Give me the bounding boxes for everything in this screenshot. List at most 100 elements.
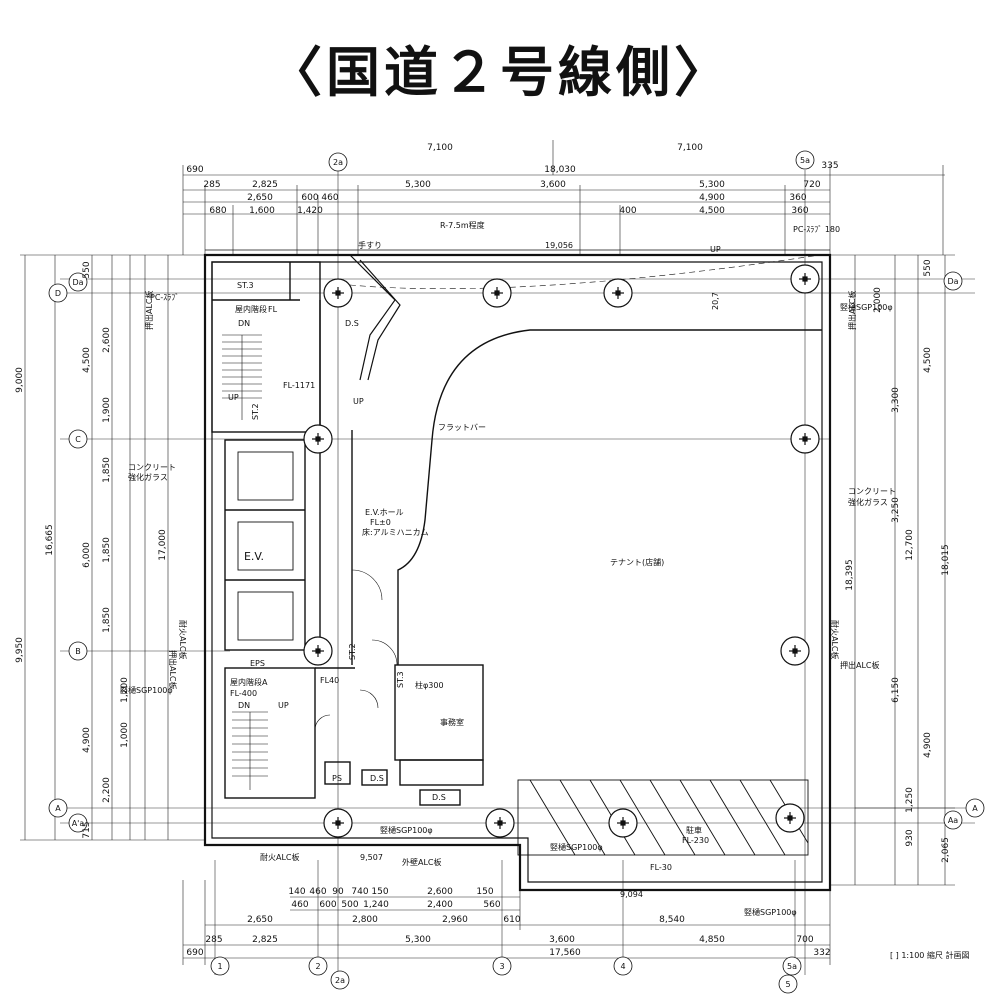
dim-text: 700 (796, 935, 813, 945)
room-labels: E.V. E.V.ホール FL±0 床:アルミハニカム テナント(店舗) 屋内階… (230, 304, 709, 872)
top-dimension-text: 7,100 7,100 690 18,030 335 285 2,825 5,3… (186, 143, 838, 216)
label-st2: ST.2 (251, 403, 260, 420)
room-fl-1171: FL-1171 (283, 381, 315, 390)
dim-text: 550 (923, 259, 933, 276)
dim-text: 3,300 (891, 387, 901, 413)
dim-text: 2,800 (352, 915, 378, 925)
dim-text: 4,850 (699, 935, 725, 945)
label-st2: ST.2 (348, 643, 357, 660)
dim-text: 18,015 (941, 544, 951, 576)
stair-south-treads (232, 711, 268, 790)
axis-label: A'a (72, 819, 85, 828)
dim-text: 460 (321, 193, 338, 203)
dim-text: 140 (288, 887, 305, 897)
left-dimension-lines (20, 254, 205, 841)
room-ev-hall-fl: FL±0 (370, 518, 391, 527)
column (323, 278, 353, 308)
dim-text: 7,100 (677, 143, 703, 153)
dim-text: 720 (803, 180, 820, 190)
label-concrete: コンクリート (848, 487, 896, 496)
label-dn: DN (238, 701, 250, 710)
label-glass: 強化ガラス (128, 472, 168, 482)
label-flat-bar: フラットバー (438, 423, 486, 432)
label-beam-dim: 20,7 (711, 292, 720, 310)
stair-north-treads (222, 334, 262, 420)
dim-text: 560 (483, 900, 500, 910)
column (775, 803, 805, 833)
page-title: 〈国道２号線側〉 (268, 41, 732, 104)
label-pc180: PC-ｽﾗﾌﾞ 180 (793, 225, 840, 234)
axis-label: 2a (335, 976, 345, 985)
dim-text: 285 (203, 180, 220, 190)
label-ds: D.S (432, 793, 446, 802)
dim-text: 2,825 (252, 180, 278, 190)
axis-label: 4 (620, 962, 625, 971)
dim-text: 3,250 (891, 497, 901, 523)
axis-bubble-right-A (965, 798, 985, 818)
axis-bubble-right-Aa (943, 810, 963, 830)
room-stair-north-fl: FL (268, 305, 278, 314)
column (303, 636, 333, 666)
label-eps: EPS (250, 659, 265, 668)
dim-text: 335 (821, 161, 838, 171)
door-swings (314, 569, 398, 731)
axis-bubbles (48, 150, 985, 994)
label-sgp100: 竪樋SGP100φ (550, 842, 603, 852)
axis-bubble-left-Aa (68, 813, 88, 833)
dim-text: 18,030 (544, 165, 576, 175)
axis-label: Da (72, 278, 83, 287)
label-width-9094: 9,094 (620, 890, 643, 899)
dim-text: 2,065 (941, 837, 951, 863)
dim-text: 4,500 (82, 347, 92, 373)
dim-text: 1,240 (363, 900, 389, 910)
column (303, 424, 333, 454)
right-dimension-lines (830, 254, 955, 886)
dim-text: 740 (351, 887, 368, 897)
axis-label: 2 (315, 962, 320, 971)
label-sgp100: 竪樋SGP100φ (744, 907, 797, 917)
dim-text: 6,150 (891, 677, 901, 703)
dim-text: 1,850 (102, 457, 112, 483)
label-sgp: 竪樋SGP100φ (120, 685, 173, 695)
label-scale-note: [ ] 1:100 縮尺 計画図 (890, 950, 969, 960)
dim-text: 680 (209, 206, 226, 216)
axis-label: 5a (787, 962, 797, 971)
label-dn: DN (238, 319, 250, 328)
dim-text: 460 (291, 900, 308, 910)
label-alc: 押出ALC板 (168, 650, 178, 690)
axis-bubble-left-C (68, 429, 88, 449)
dim-text: 360 (789, 193, 806, 203)
dim-text: 150 (371, 887, 388, 897)
label-lock: 手すり (358, 240, 382, 250)
top-dimension-lines (182, 140, 945, 255)
dim-text: 2,000 (873, 287, 883, 313)
room-office: 事務室 (440, 717, 464, 727)
columns (303, 264, 820, 838)
label-up: UP (228, 393, 239, 402)
dim-text: 16,665 (45, 524, 55, 556)
entrance-wall (349, 254, 401, 381)
label-sgp100: 竪樋SGP100φ (380, 825, 433, 835)
label-wall-alc: 耐火ALC板 (260, 852, 300, 862)
axis-bubble-bottom-5 (778, 974, 798, 994)
annotations: D.S D.S D.S PS EPS ST.3 ST.2 ST.2 ST.3 D… (120, 220, 969, 960)
dim-text: 12,700 (905, 529, 915, 561)
label-alc: 押出ALC板 (847, 290, 857, 330)
dim-text: 9,950 (15, 637, 25, 663)
axis-bubble-bottom-2 (308, 956, 328, 976)
dim-text: 285 (205, 935, 222, 945)
curved-wall (349, 254, 822, 665)
room-stair-north: 屋内階段 (235, 304, 267, 314)
dim-text: 1,000 (120, 722, 130, 748)
column (323, 808, 353, 838)
right-dimension-text: 4,500 3,300 12,700 4,900 18,015 18,395 3… (845, 259, 951, 863)
dim-text: 715 (82, 821, 92, 838)
axis-label: 5 (785, 980, 790, 989)
label-up: UP (278, 701, 289, 710)
label-alc: 押出ALC板 (144, 290, 154, 330)
axis-bubble-bottom-4 (613, 956, 633, 976)
dim-text: 2,960 (442, 915, 468, 925)
dim-text: 1,250 (905, 787, 915, 813)
dim-text: 930 (905, 829, 915, 846)
axis-label: Aa (948, 816, 958, 825)
